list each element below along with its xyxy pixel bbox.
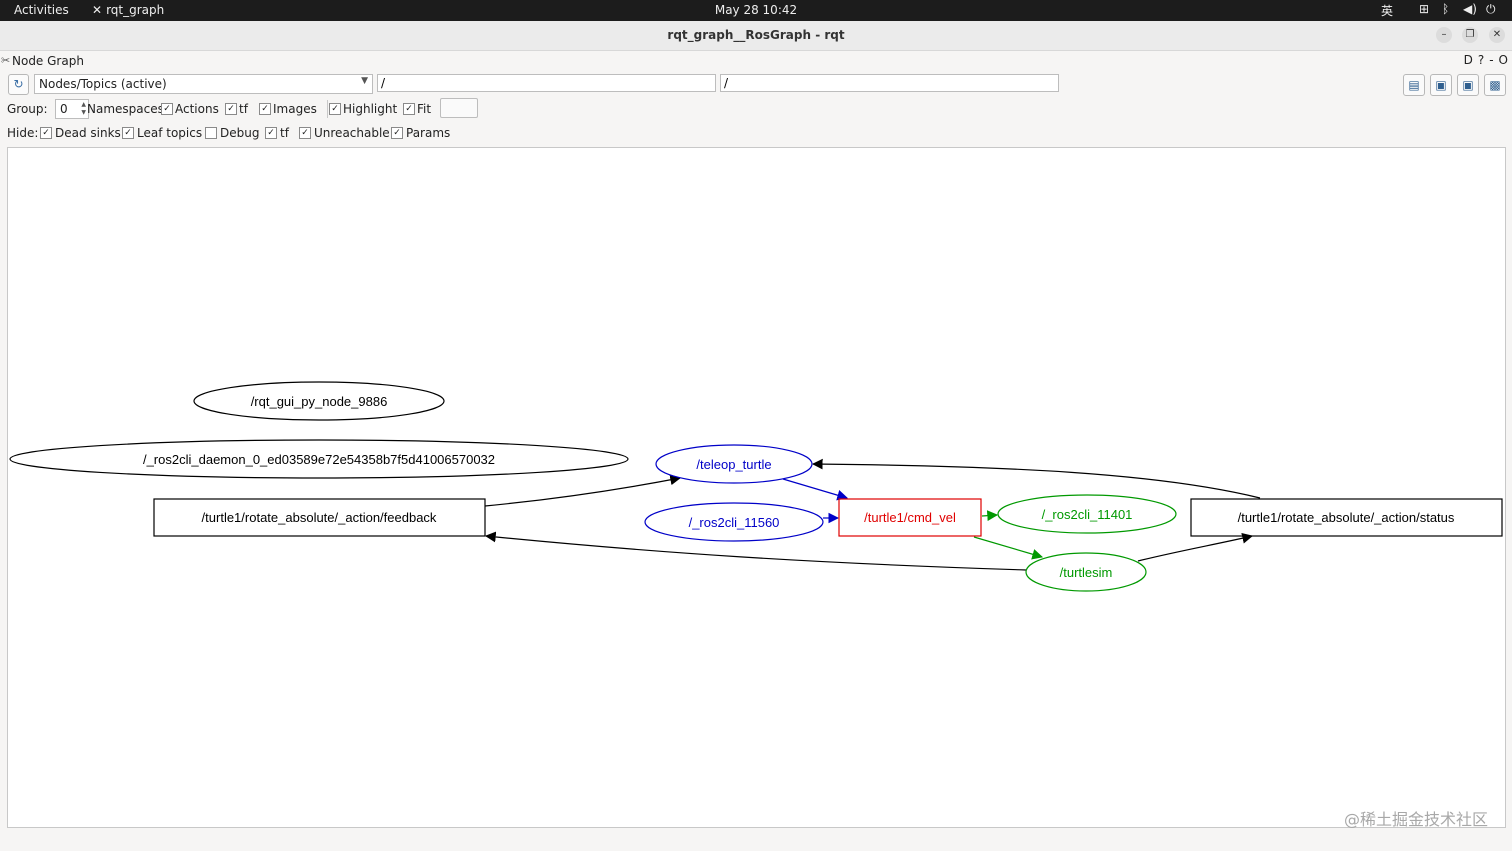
topic-action-feedback-label: /turtle1/rotate_absolute/_action/feedbac… — [202, 510, 437, 525]
node-teleop-turtle-label: /teleop_turtle — [696, 457, 771, 472]
refresh-icon: ↻ — [13, 77, 24, 91]
hide-dead-sinks-checkbox[interactable]: ✓ — [40, 127, 52, 139]
plugin-title: Node Graph — [12, 54, 84, 68]
group-spinbox[interactable]: 0 ▲ ▼ — [55, 99, 89, 119]
plugin-header: ✂ Node Graph D?-O — [0, 52, 1512, 70]
app-menu[interactable]: ✕rqt_graph — [92, 3, 164, 17]
window-title: rqt_graph__RosGraph - rqt — [667, 28, 845, 42]
minimize-button[interactable]: – — [1436, 27, 1452, 43]
hide-leaf-topics-label[interactable]: Leaf topics — [137, 126, 203, 140]
clock-container: May 28 10:42 — [0, 3, 1512, 17]
hide-tf-checkbox[interactable]: ✓ — [265, 127, 277, 139]
option-fit-checkbox[interactable]: ✓ — [403, 103, 415, 115]
node-ros2cli-11560[interactable]: /_ros2cli_11560 — [644, 502, 824, 542]
hide-debug-label[interactable]: Debug — [220, 126, 260, 140]
edge-turtlesim-to-feedback — [484, 531, 1027, 571]
save-svg-button[interactable]: ▣ — [1457, 74, 1479, 96]
edge-teleop-to-cmdvel — [782, 478, 849, 501]
edge-status-to-teleop — [811, 458, 1261, 499]
bluetooth-icon[interactable]: ᛒ — [1442, 2, 1450, 16]
node-ros2cli-daemon-label: /_ros2cli_daemon_0_ed03589e72e54358b7f5d… — [143, 452, 495, 467]
chevron-down-icon: ▼ — [361, 76, 368, 86]
plugin-tools-icon: ✂ — [1, 54, 11, 67]
hide-params-label[interactable]: Params — [406, 126, 451, 140]
node-turtlesim-label: /turtlesim — [1060, 565, 1113, 580]
network-icon[interactable]: ⊞ — [1419, 2, 1430, 16]
graph-canvas[interactable]: /rqt_gui_py_node_9886 /_ros2cli_daemon_0… — [7, 147, 1506, 828]
plugin-close-button[interactable]: O — [1498, 53, 1508, 67]
option-actions-label[interactable]: Actions — [175, 102, 219, 116]
dock-button[interactable]: D — [1463, 53, 1473, 67]
node-ros2cli-11401[interactable]: /_ros2cli_11401 — [997, 494, 1177, 534]
hide-tf-label[interactable]: tf — [280, 126, 289, 140]
fit-in-view-button[interactable] — [440, 98, 478, 118]
system-top-bar: Activities ✕rqt_graph May 28 10:42 英 ⊞ ᛒ… — [0, 0, 1512, 21]
node-ros2cli-11401-label: /_ros2cli_11401 — [1042, 507, 1133, 522]
option-actions-checkbox[interactable]: ✓ — [161, 103, 173, 115]
node-rqt-gui[interactable]: /rqt_gui_py_node_9886 — [193, 381, 445, 421]
hide-unreachable-checkbox[interactable]: ✓ — [299, 127, 311, 139]
close-button[interactable]: ✕ — [1489, 27, 1505, 43]
option-images-label[interactable]: Images — [273, 102, 317, 116]
tools-icon: ✕ — [92, 3, 103, 17]
topic-cmd-vel[interactable]: /turtle1/cmd_vel — [838, 498, 982, 537]
option-images-checkbox[interactable]: ✓ — [259, 103, 271, 115]
topic-action-status-label: /turtle1/rotate_absolute/_action/status — [1238, 510, 1455, 525]
hide-unreachable-label[interactable]: Unreachable — [314, 126, 390, 140]
hide-debug-checkbox[interactable] — [205, 127, 217, 139]
node-teleop-turtle[interactable]: /teleop_turtle — [655, 444, 813, 484]
group-value: 0 — [60, 102, 68, 116]
option-tf-label[interactable]: tf — [239, 102, 248, 116]
toolbar-separator — [327, 100, 328, 118]
graph-type-value: Nodes/Topics (active) — [39, 77, 167, 91]
save-image-button[interactable]: ▩ — [1484, 74, 1506, 96]
topic-action-status[interactable]: /turtle1/rotate_absolute/_action/status — [1190, 498, 1503, 537]
open-file-icon: ▤ — [1408, 78, 1420, 92]
window-title-bar[interactable]: rqt_graph__RosGraph - rqt – ❐ ✕ — [0, 21, 1512, 51]
watermark: @稀土掘金技术社区 — [1343, 810, 1488, 829]
refresh-graph-button[interactable]: ↻ — [8, 74, 29, 95]
save-dot-button[interactable]: ▣ — [1430, 74, 1452, 96]
option-highlight-checkbox[interactable]: ✓ — [329, 103, 341, 115]
node-ros2cli-daemon[interactable]: /_ros2cli_daemon_0_ed03589e72e54358b7f5d… — [9, 439, 629, 479]
topic-action-feedback[interactable]: /turtle1/rotate_absolute/_action/feedbac… — [153, 498, 486, 537]
volume-icon[interactable]: ◀) — [1463, 2, 1477, 16]
hide-dead-sinks-label[interactable]: Dead sinks — [55, 126, 121, 140]
hide-params-checkbox[interactable]: ✓ — [391, 127, 403, 139]
spin-up-icon[interactable]: ▲ — [81, 101, 86, 108]
input-method-indicator[interactable]: 英 — [1381, 4, 1394, 18]
save-svg-icon: ▣ — [1462, 78, 1474, 92]
hide-label: Hide: — [7, 126, 39, 140]
group-label: Group: — [7, 102, 48, 116]
node-filter-input[interactable] — [377, 74, 716, 92]
topic-filter-input[interactable] — [720, 74, 1059, 92]
restore-button[interactable]: ❐ — [1462, 27, 1478, 43]
plugin-title-buttons: D?-O — [1459, 53, 1508, 67]
node-ros2cli-11560-label: /_ros2cli_11560 — [689, 515, 780, 530]
option-namespaces-label: Namespaces — [87, 102, 164, 116]
load-dot-button[interactable]: ▤ — [1403, 74, 1425, 96]
hide-leaf-topics-checkbox[interactable]: ✓ — [122, 127, 134, 139]
clock[interactable]: May 28 10:42 — [714, 3, 798, 17]
option-tf-checkbox[interactable]: ✓ — [225, 103, 237, 115]
power-icon[interactable]: ⏻ — [1486, 2, 1496, 16]
save-image-icon: ▩ — [1489, 78, 1501, 92]
app-menu-label: rqt_graph — [106, 3, 165, 17]
spin-down-icon[interactable]: ▼ — [81, 109, 86, 116]
activities-button[interactable]: Activities — [14, 3, 69, 17]
save-dot-icon: ▣ — [1435, 78, 1447, 92]
node-rqt-gui-label: /rqt_gui_py_node_9886 — [251, 394, 388, 409]
topic-cmd-vel-label: /turtle1/cmd_vel — [864, 510, 956, 525]
graph-svg[interactable]: /rqt_gui_py_node_9886 /_ros2cli_daemon_0… — [8, 148, 1505, 827]
option-fit-label[interactable]: Fit — [417, 102, 432, 116]
edge-turtlesim-to-status — [1137, 532, 1254, 562]
edge-feedback-to-teleop — [484, 474, 682, 507]
option-highlight-label[interactable]: Highlight — [343, 102, 398, 116]
node-turtlesim[interactable]: /turtlesim — [1025, 552, 1147, 592]
edge-cmdvel-to-cli11401 — [981, 510, 999, 522]
edge-cmdvel-to-turtlesim — [973, 536, 1044, 560]
graph-type-select[interactable]: Nodes/Topics (active) ▼ — [34, 74, 373, 94]
plugin-minimize-button[interactable]: - — [1489, 53, 1494, 67]
help-button[interactable]: ? — [1477, 53, 1485, 67]
